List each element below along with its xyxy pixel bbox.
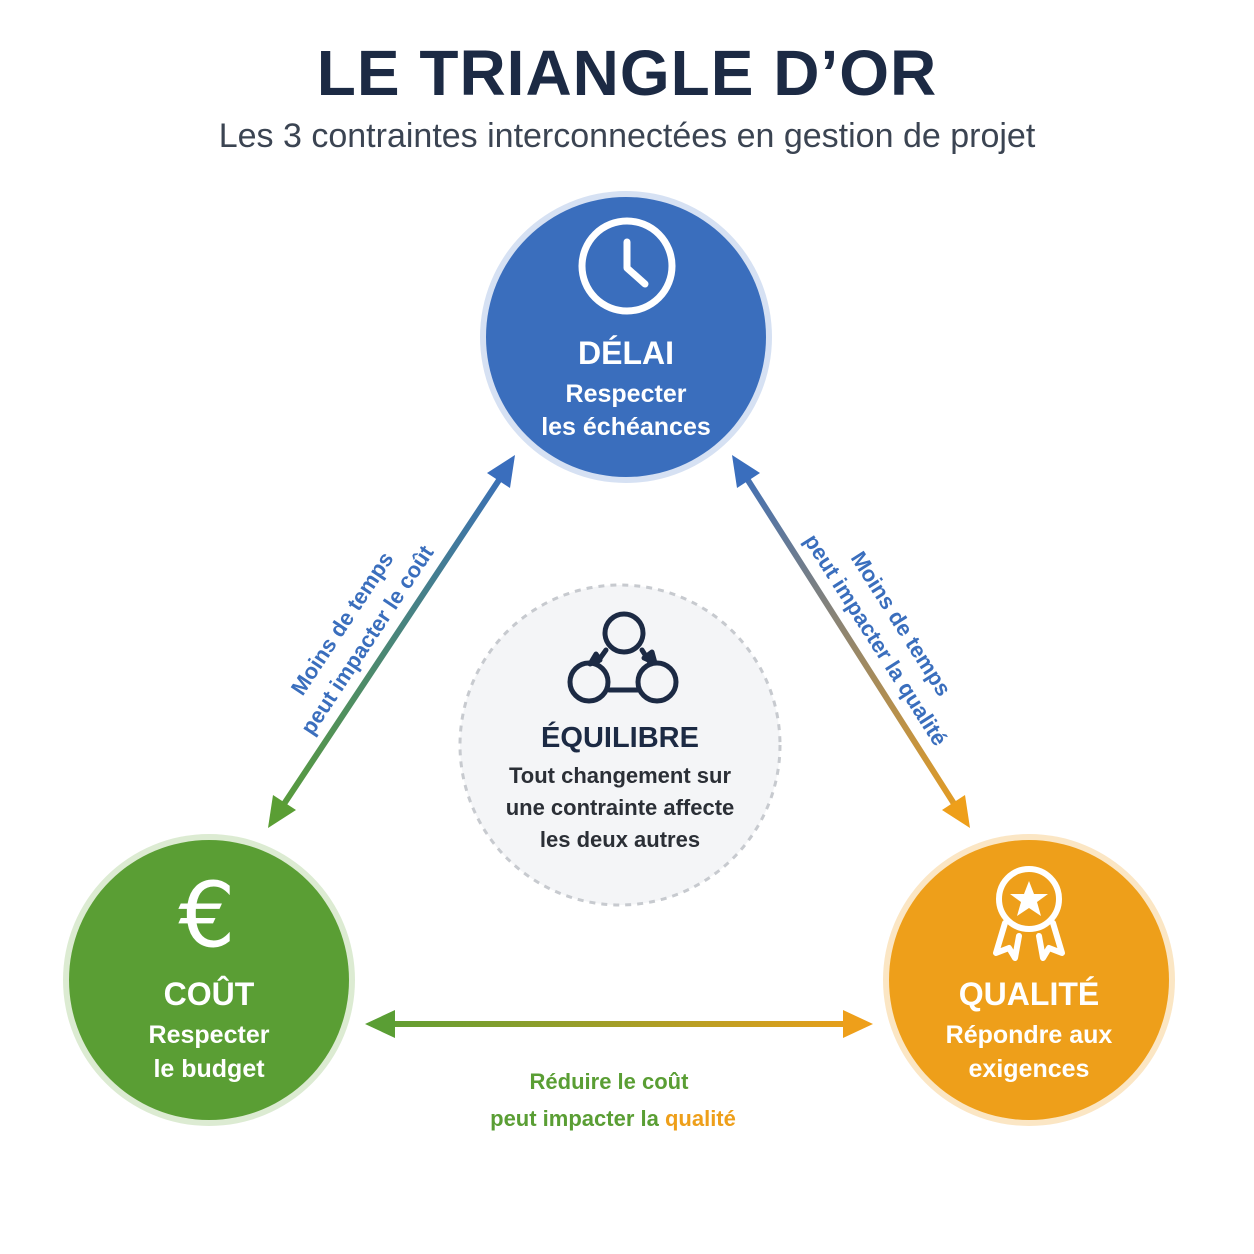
edge-label-bottom-line2-part2: qualité — [665, 1106, 736, 1131]
node-delai: DÉLAI Respecter les échéances — [480, 191, 772, 483]
edge-label-bottom-line1: Réduire le coût — [530, 1069, 690, 1094]
page-title: LE TRIANGLE D’OR — [316, 37, 938, 109]
node-cout-line1: Respecter — [149, 1021, 270, 1049]
node-qualite: QUALITÉ Répondre aux exigences — [883, 834, 1175, 1126]
node-delai-line1: Respecter — [566, 380, 687, 408]
center-line3: les deux autres — [540, 827, 700, 852]
node-cout: € COÛT Respecter le budget — [63, 834, 355, 1126]
node-delai-line2: les échéances — [541, 413, 711, 441]
award-ribbon-icon — [993, 866, 1065, 961]
node-delai-title: DÉLAI — [578, 335, 674, 371]
edge-label-right: Moins de temps peut impacter la qualité — [799, 529, 956, 750]
clock-icon — [578, 217, 676, 315]
edge-label-bottom-line2: peut impacter la qualité — [490, 1106, 736, 1131]
center-title: ÉQUILIBRE — [541, 720, 699, 754]
euro-icon: € — [178, 863, 235, 968]
center-balance: ÉQUILIBRE Tout changement sur une contra… — [458, 583, 782, 907]
node-qualite-line1: Répondre aux — [946, 1021, 1113, 1049]
arrow-delai-qualite — [732, 455, 970, 828]
center-line2: une contrainte affecte — [506, 795, 735, 820]
edge-label-bottom: Réduire le coût peut impacter la qualité — [490, 1069, 736, 1131]
center-line1: Tout changement sur — [509, 763, 731, 788]
edge-label-bottom-line2-part1: peut impacter la — [490, 1106, 665, 1131]
node-qualite-title: QUALITÉ — [959, 976, 1099, 1012]
node-qualite-line2: exigences — [969, 1055, 1090, 1083]
edge-label-left: Moins de temps peut impacter le coût — [286, 540, 439, 739]
node-cout-line2: le budget — [153, 1055, 265, 1083]
arrow-delai-cout — [268, 455, 515, 828]
arrow-cout-qualite — [365, 1010, 873, 1038]
page-subtitle: Les 3 contraintes interconnectées en ges… — [218, 117, 1036, 155]
cycle-icon — [567, 611, 679, 704]
node-cout-title: COÛT — [164, 976, 255, 1012]
